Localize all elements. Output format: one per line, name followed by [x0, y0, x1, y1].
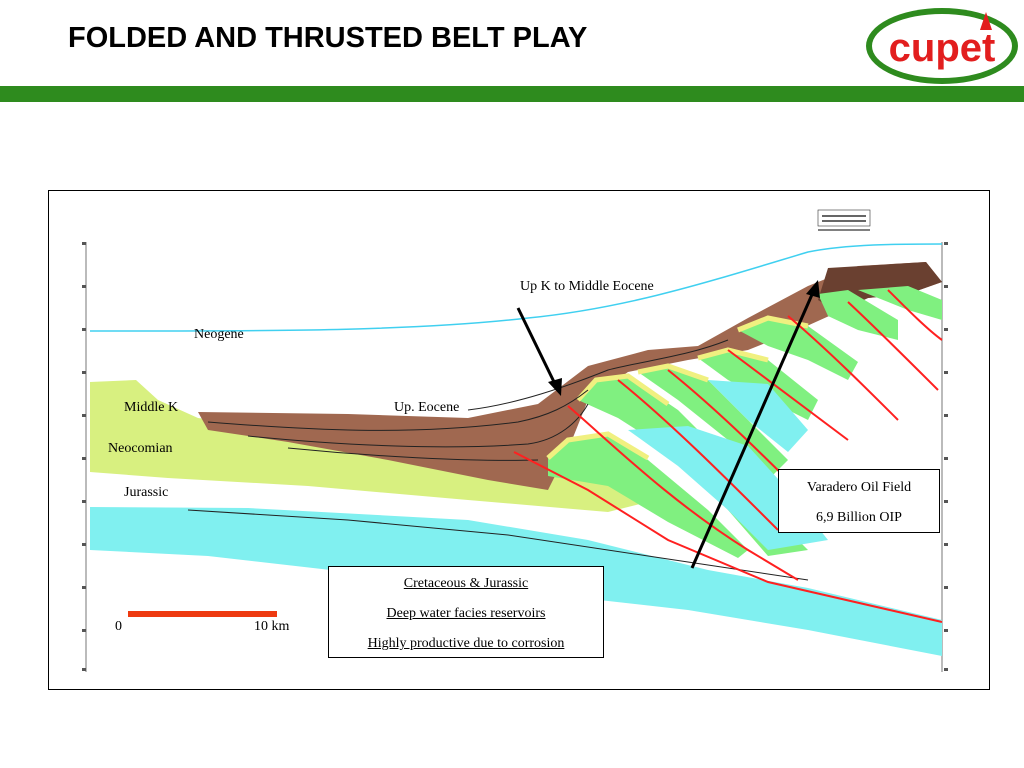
- page-title: FOLDED AND THRUSTED BELT PLAY: [68, 22, 588, 54]
- scale-start: 0: [115, 619, 122, 634]
- label-up-eocene: Up. Eocene: [394, 400, 460, 415]
- scale-bar: [128, 611, 277, 617]
- cretaceous-jurassic-box: Cretaceous & Jurassic Deep water facies …: [328, 566, 604, 658]
- varadero-line-2: 6,9 Billion OIP: [816, 510, 902, 525]
- svg-text:cupet: cupet: [889, 26, 996, 70]
- label-neogene: Neogene: [194, 327, 244, 342]
- cretaceous-line-1: Cretaceous & Jurassic: [403, 576, 529, 591]
- header-bar: [0, 86, 1024, 102]
- geologic-cross-section: [82, 209, 948, 672]
- label-jurassic: Jurassic: [124, 485, 169, 500]
- cretaceous-line-3: Highly productive due to corrosion: [367, 636, 565, 651]
- varadero-box: Varadero Oil Field 6,9 Billion OIP: [778, 469, 940, 533]
- varadero-line-1: Varadero Oil Field: [806, 480, 912, 495]
- label-middle-k: Middle K: [124, 400, 179, 415]
- cretaceous-line-2: Deep water facies reservoirs: [386, 606, 546, 621]
- label-neocomian: Neocomian: [108, 441, 173, 456]
- label-up-k-middle-eocene: Up K to Middle Eocene: [520, 279, 654, 294]
- cupet-logo: cupet: [866, 8, 1018, 84]
- scale-end: 10 km: [254, 619, 290, 634]
